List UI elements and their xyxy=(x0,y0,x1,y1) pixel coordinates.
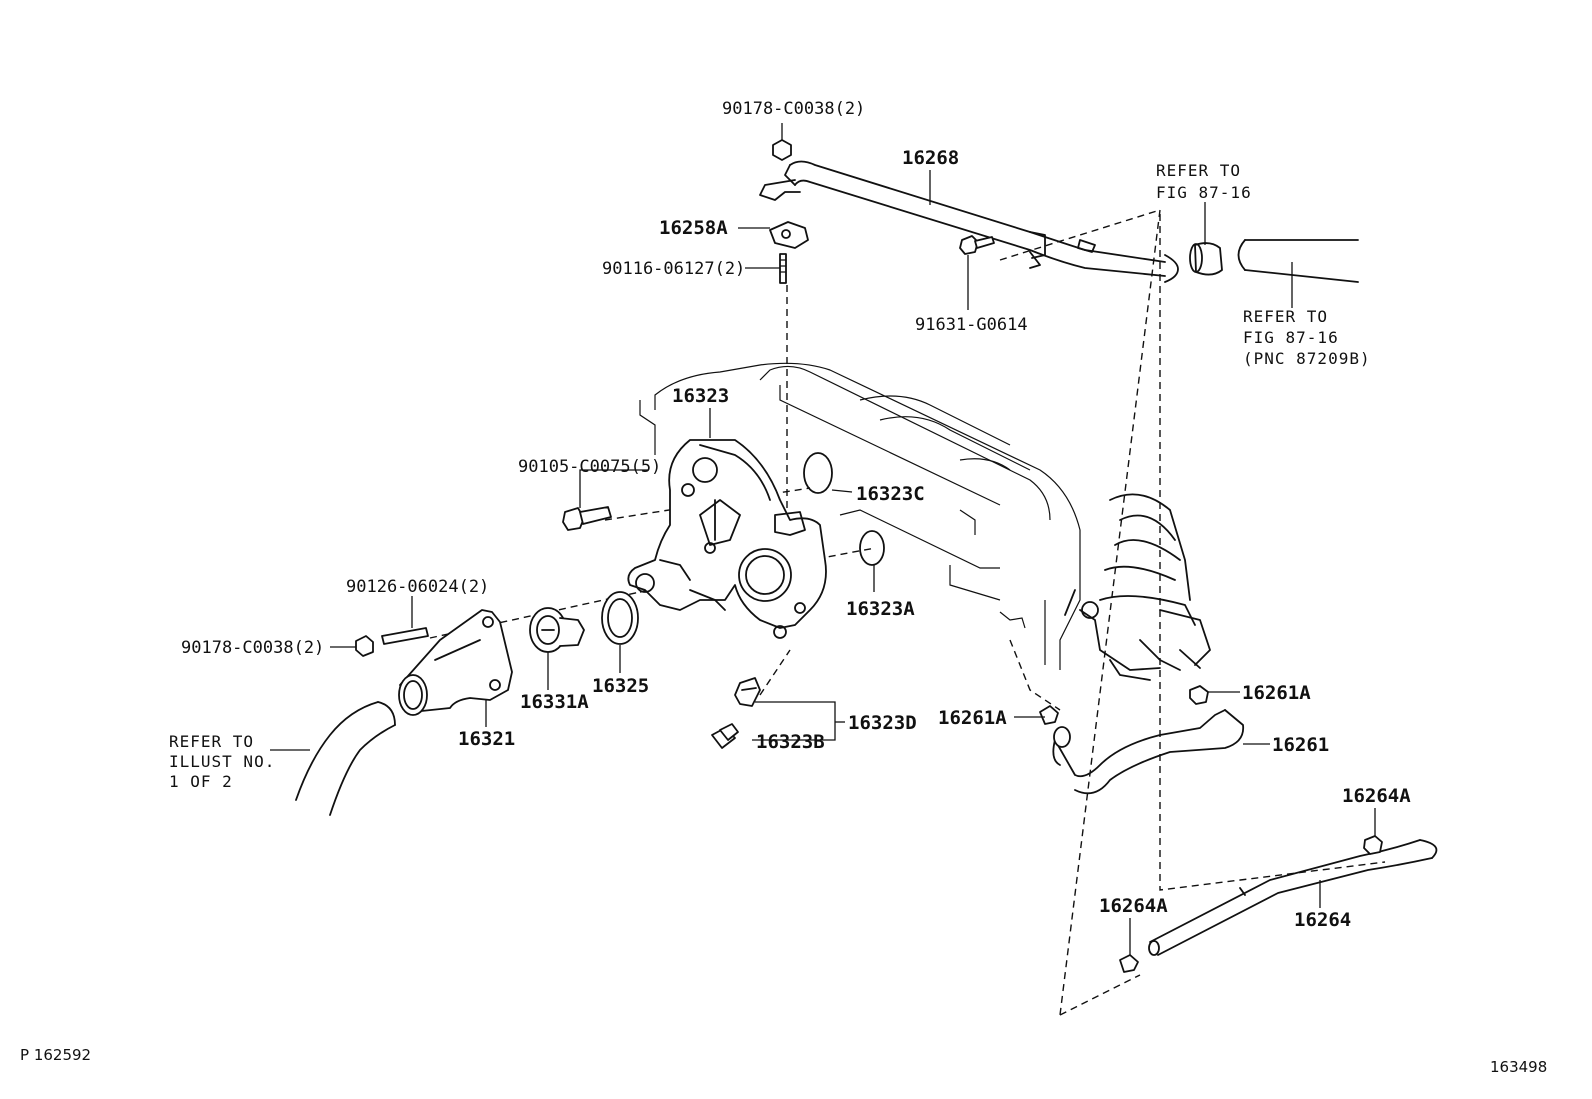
label-16323d: 16323D xyxy=(848,712,917,734)
radiator-hose xyxy=(295,701,396,816)
label-16323: 16323 xyxy=(672,385,729,407)
water-outlet-16321 xyxy=(398,609,513,716)
gasket-16325 xyxy=(601,591,639,645)
stud-90126 xyxy=(381,627,429,645)
bypass-pipe xyxy=(759,160,1179,283)
leader-lines xyxy=(270,123,1376,955)
label-90126: 90126-06024(2) xyxy=(346,577,489,597)
label-16325: 16325 xyxy=(592,675,649,697)
label-16268: 16268 xyxy=(902,147,959,169)
label-16331a: 16331A xyxy=(520,691,589,713)
label-91631: 91631-G0614 xyxy=(915,315,1028,335)
label-16323a: 16323A xyxy=(846,598,915,620)
label-16264a-top: 16264A xyxy=(1342,785,1411,807)
stud-90116 xyxy=(779,253,787,284)
nut-90178-left xyxy=(355,635,374,657)
refer-note-top-right-1: REFER TO FIG 87-16 xyxy=(1156,161,1252,202)
figure-id: 163498 xyxy=(1490,1058,1547,1076)
throttle-body xyxy=(1064,493,1211,681)
label-16258a: 16258A xyxy=(659,217,728,239)
label-16261a-right: 16261A xyxy=(1242,682,1311,704)
hose-16261 xyxy=(1039,685,1245,795)
label-16264: 16264 xyxy=(1294,909,1351,931)
label-16321: 16321 xyxy=(458,728,515,750)
refer-note-left: REFER TO ILLUST NO. 1 OF 2 xyxy=(169,732,286,791)
nut-90178-top xyxy=(772,139,792,161)
label-16323c: 16323C xyxy=(856,483,925,505)
hose-16264 xyxy=(1119,835,1438,973)
page-reference: P 162592 xyxy=(20,1046,91,1064)
label-16261: 16261 xyxy=(1272,734,1329,756)
label-16261a-left: 16261A xyxy=(938,707,1007,729)
plug-16323b xyxy=(711,723,739,749)
o-ring-16323c xyxy=(803,452,833,494)
hose-refer-87-16 xyxy=(1189,239,1359,283)
bolt-90105 xyxy=(562,506,612,531)
label-90116: 90116-06127(2) xyxy=(602,259,745,279)
gasket-16258a xyxy=(769,221,809,249)
label-16264a-bottom: 16264A xyxy=(1099,895,1168,917)
label-90105: 90105-C0075(5) xyxy=(518,457,661,477)
label-16323b: 16323B xyxy=(756,731,825,753)
bolt-91631 xyxy=(959,235,995,255)
o-ring-16323a xyxy=(859,530,885,566)
engine-block xyxy=(639,362,1081,670)
label-90178-left: 90178-C0038(2) xyxy=(181,638,324,658)
label-90178-top: 90178-C0038(2) xyxy=(722,99,865,119)
water-inlet-housing xyxy=(627,439,827,639)
refer-note-top-right-2: REFER TO FIG 87-16 (PNC 87209B) xyxy=(1243,307,1371,368)
plug-16323d xyxy=(734,677,761,707)
thermostat-16331a xyxy=(529,607,585,653)
